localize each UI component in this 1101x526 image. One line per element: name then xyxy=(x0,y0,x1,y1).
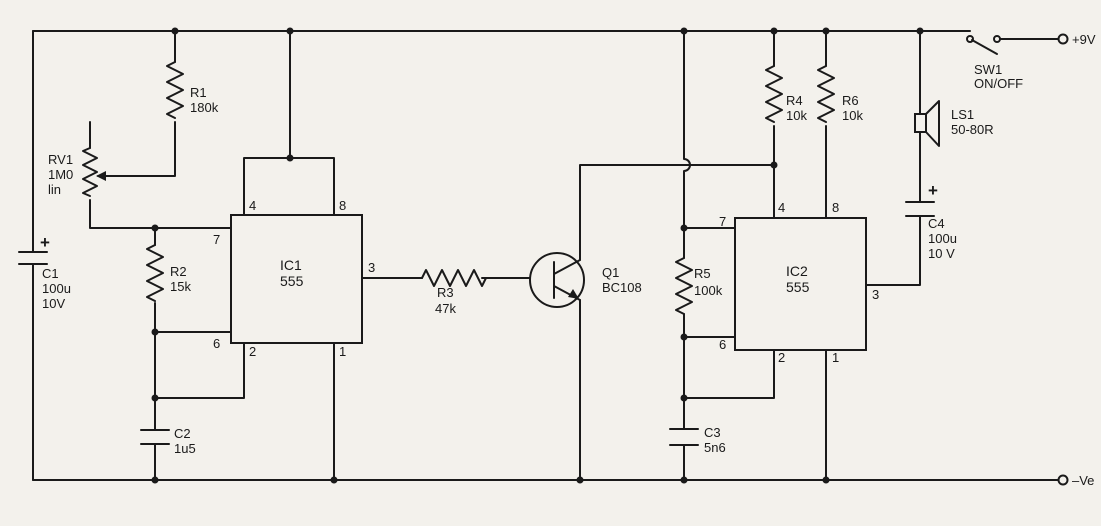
ic2-555-timer: IC2 555 4 8 7 6 2 1 3 xyxy=(719,200,879,365)
positive-rail-terminal: +9V xyxy=(1057,32,1096,47)
q1-ref: Q1 xyxy=(602,265,619,280)
rv1-value: 1M0 xyxy=(48,167,73,182)
ic2-ref: IC2 xyxy=(786,263,808,279)
ic1-pin-3: 3 xyxy=(368,260,375,275)
junction xyxy=(822,476,830,484)
capacitor-c3: C3 5n6 xyxy=(669,425,726,455)
ls1-value: 50-80R xyxy=(951,122,994,137)
junction xyxy=(680,333,688,341)
ic2-pin-3: 3 xyxy=(872,287,879,302)
ic1-pin-2: 2 xyxy=(249,344,256,359)
ic2-pin-1: 1 xyxy=(832,350,839,365)
junction xyxy=(770,161,778,169)
r6-value: 10k xyxy=(842,108,863,123)
r4-ref: R4 xyxy=(786,93,803,108)
junction xyxy=(680,476,688,484)
ic1-555-timer: IC1 555 4 8 7 6 2 1 3 xyxy=(213,198,375,359)
r2-value: 15k xyxy=(170,279,191,294)
resistor-r5: R5 100k xyxy=(675,257,723,315)
c4-value: 100u xyxy=(928,231,957,246)
junction xyxy=(171,27,179,35)
loudspeaker-ls1: LS1 50-80R xyxy=(914,100,994,147)
negative-rail-label: –Ve xyxy=(1072,473,1094,488)
r6-ref: R6 xyxy=(842,93,859,108)
r2-ref: R2 xyxy=(170,264,187,279)
junction xyxy=(151,328,159,336)
r3-value: 47k xyxy=(435,301,456,316)
c2-value: 1u5 xyxy=(174,441,196,456)
positive-rail-label: +9V xyxy=(1072,32,1096,47)
junction xyxy=(576,476,584,484)
ic2-type: 555 xyxy=(786,279,810,295)
ic2-pin-7: 7 xyxy=(719,214,726,229)
r3-ref: R3 xyxy=(437,285,454,300)
negative-rail-terminal: –Ve xyxy=(1057,473,1094,488)
junction xyxy=(151,476,159,484)
c3-value: 5n6 xyxy=(704,440,726,455)
ic1-pin-6: 6 xyxy=(213,336,220,351)
c1-voltage: 10V xyxy=(42,296,65,311)
junction xyxy=(770,27,778,35)
resistor-r3: R3 47k xyxy=(421,269,487,316)
capacitor-c2: C2 1u5 xyxy=(140,426,196,456)
c3-ref: C3 xyxy=(704,425,721,440)
ic1-pin-8: 8 xyxy=(339,198,346,213)
ic1-pin-4: 4 xyxy=(249,198,256,213)
ic2-pin-2: 2 xyxy=(778,350,785,365)
ic1-type: 555 xyxy=(280,273,304,289)
c1-value: 100u xyxy=(42,281,71,296)
junction xyxy=(680,224,688,232)
ls1-ref: LS1 xyxy=(951,107,974,122)
r5-ref: R5 xyxy=(694,266,711,281)
resistor-r2: R2 15k xyxy=(146,244,191,302)
transistor-q1: Q1 BC108 xyxy=(529,252,642,308)
capacitor-c4: + C4 100u 10 V xyxy=(905,181,957,261)
junction xyxy=(680,394,688,402)
capacitor-c1: + C1 100u 10V xyxy=(18,233,71,311)
junction xyxy=(151,224,159,232)
r1-value: 180k xyxy=(190,100,219,115)
junction xyxy=(286,27,294,35)
potentiometer-rv1: RV1 1M0 lin xyxy=(48,147,107,197)
ic1-pin-7: 7 xyxy=(213,232,220,247)
wires xyxy=(32,30,1060,481)
r5-value: 100k xyxy=(694,283,723,298)
sw1-ref: SW1 xyxy=(974,62,1002,77)
junction xyxy=(151,394,159,402)
resistor-r6: R6 10k xyxy=(817,65,863,123)
junction xyxy=(286,154,294,162)
resistor-r4: R4 10k xyxy=(765,65,807,123)
ic1-ref: IC1 xyxy=(280,257,302,273)
resistor-r1: R1 180k xyxy=(166,61,219,119)
c4-polarity: + xyxy=(928,181,938,200)
q1-type: BC108 xyxy=(602,280,642,295)
c4-voltage: 10 V xyxy=(928,246,955,261)
rv1-ref: RV1 xyxy=(48,152,73,167)
junction xyxy=(916,27,924,35)
junction xyxy=(680,27,688,35)
r4-value: 10k xyxy=(786,108,807,123)
sw1-function: ON/OFF xyxy=(974,76,1023,91)
ic1-pin-1: 1 xyxy=(339,344,346,359)
ic2-pin-4: 4 xyxy=(778,200,785,215)
c1-ref: C1 xyxy=(42,266,59,281)
ic2-pin-6: 6 xyxy=(719,337,726,352)
c2-ref: C2 xyxy=(174,426,191,441)
junction xyxy=(330,476,338,484)
rv1-note: lin xyxy=(48,182,61,197)
junction xyxy=(822,27,830,35)
r1-ref: R1 xyxy=(190,85,207,100)
switch-sw1: SW1 ON/OFF xyxy=(966,35,1023,91)
junctions xyxy=(151,27,924,484)
ic2-pin-8: 8 xyxy=(832,200,839,215)
c1-polarity: + xyxy=(40,233,50,252)
c4-ref: C4 xyxy=(928,216,945,231)
